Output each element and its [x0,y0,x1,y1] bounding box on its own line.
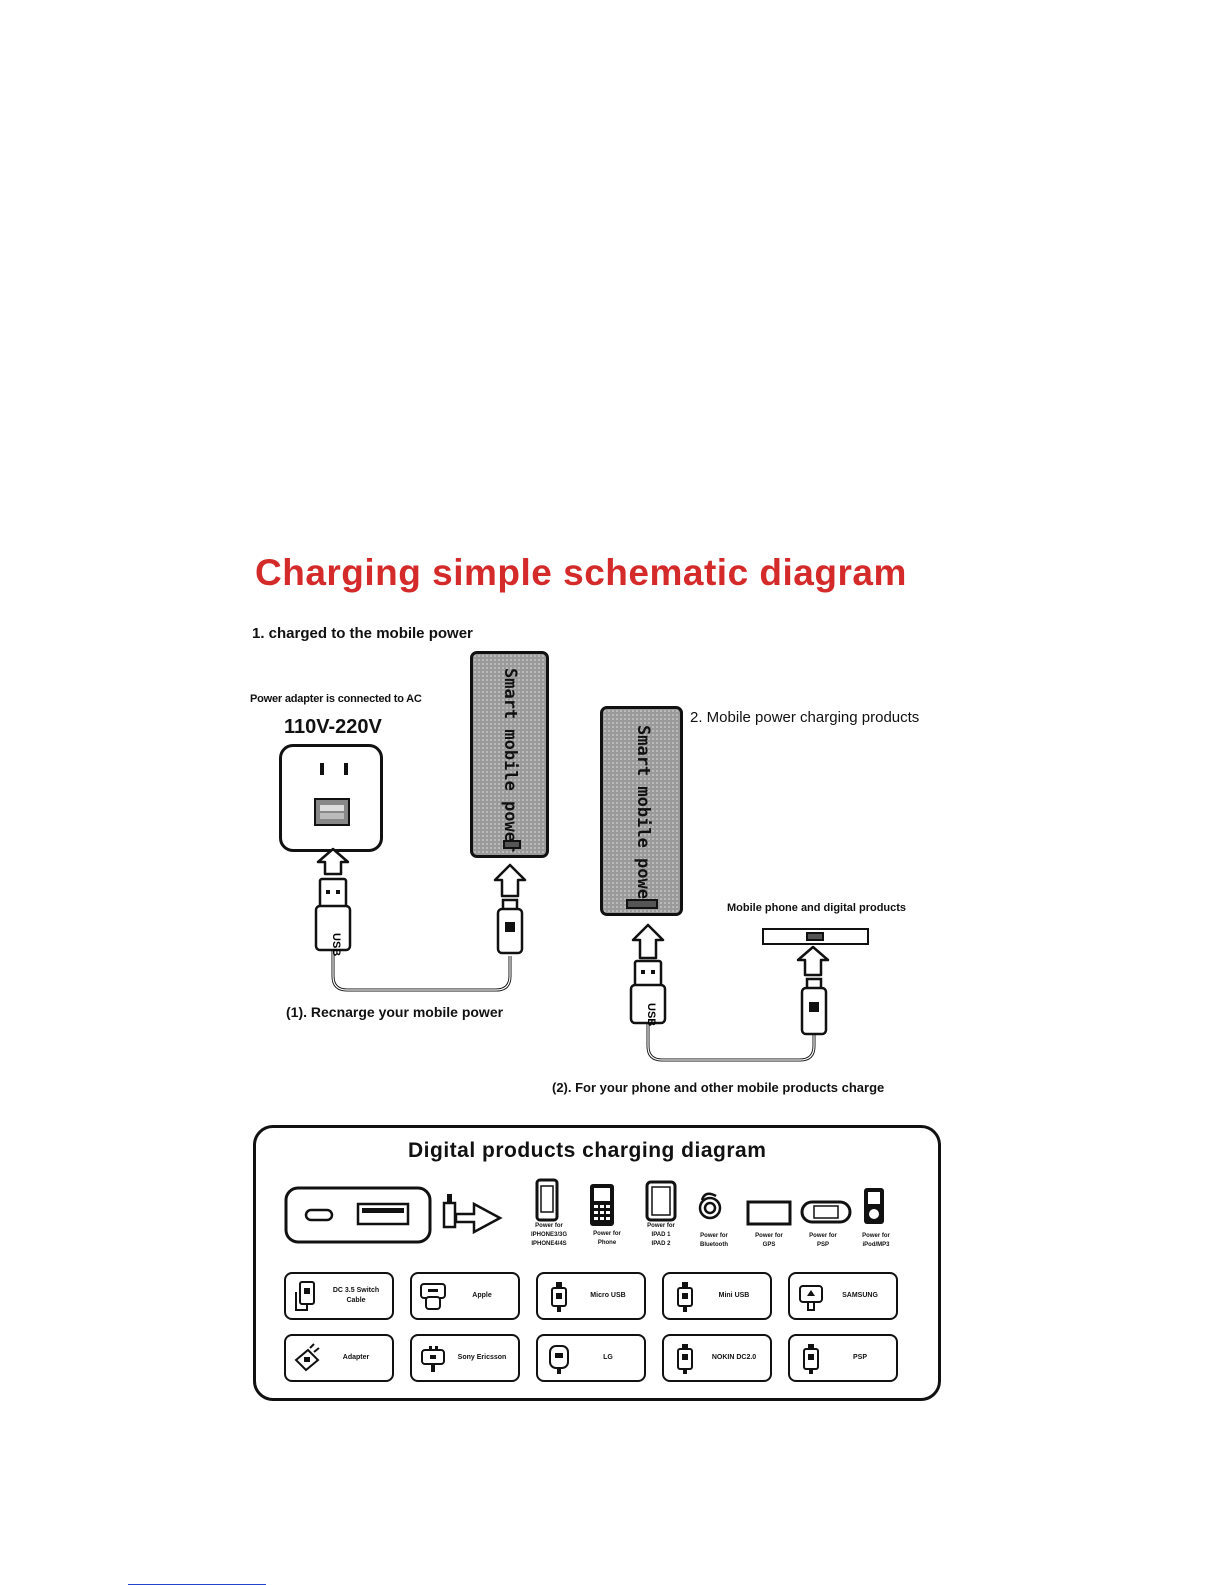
arrow-up-icon [631,923,665,960]
connector-dc-cable: DC 3.5 Switch Cable [284,1272,394,1320]
device-label: Power for Bluetooth [700,1233,728,1248]
connector-psp: PSP [788,1334,898,1382]
keypad-phone-icon [590,1184,614,1226]
nokia-connector-icon [677,1344,693,1374]
ipod-icon [864,1188,884,1224]
connector-adapter: Adapter [284,1334,394,1382]
lg-connector-icon [549,1345,569,1374]
power-bank-2-port [626,899,658,909]
samsung-connector-icon [799,1285,823,1311]
connector-label: Sony Ericsson [457,1354,507,1361]
connector-label: DC 3.5 Switch Cable [332,1287,380,1304]
sony-ericsson-connector-icon [421,1346,445,1372]
voltage-label: 110V-220V [284,716,382,738]
connector-label: LG [603,1354,613,1361]
micro-usb-icon [551,1282,567,1312]
mobile-products-note: Mobile phone and digital products [727,902,907,914]
bluetooth-headset-icon [698,1192,722,1220]
page-title: Charging simple schematic diagram [255,552,907,593]
connector-sony-ericsson: Sony Ericsson [410,1334,520,1382]
adapter-plug-icon [294,1343,320,1372]
connector-label: Adapter [342,1354,370,1361]
device-label: Power for IPHONE3/3G IPHONE4/4S [530,1223,567,1247]
power-bank-side-icon [284,1186,503,1244]
power-bank-1-port [503,840,521,849]
connector-label: Micro USB [590,1292,626,1299]
connector-label: Mini USB [718,1292,750,1299]
power-bank-1-label: Smart mobile power [500,668,520,853]
dc-cable-icon [295,1281,315,1311]
mobile-product-port [806,932,824,941]
smartphone-icon [535,1178,559,1222]
connector-label: SAMSUNG [842,1292,878,1299]
connector-apple: Apple [410,1272,520,1320]
apple-connector-icon [420,1283,446,1310]
device-label: Power for PSP [809,1233,837,1248]
arrow-up-icon [493,863,527,898]
power-bank-2: Smart mobile power [600,706,683,916]
gps-icon [746,1200,792,1226]
psp-connector-icon [803,1344,819,1374]
arrow-right-icon [454,1201,503,1235]
adapter-note: Power adapter is connected to AC [250,693,422,705]
wall-adapter [279,744,383,852]
mini-usb-icon [677,1282,693,1312]
arrow-up-icon [796,945,830,977]
arrow-up-icon [316,847,350,876]
device-icons-row [535,1178,884,1226]
connector-label: NOKIN DC2.0 [711,1354,757,1361]
connector-mini-usb: Mini USB [662,1272,772,1320]
panel-title: Digital products charging diagram [408,1139,767,1162]
connector-nokia: NOKIN DC2.0 [662,1334,772,1382]
step2-heading: 2. Mobile power charging products [690,709,920,726]
wall-adapter-icon [314,763,350,826]
connector-micro-usb: Micro USB [536,1272,646,1320]
step1-heading: 1. charged to the mobile power [252,625,473,642]
step2-caption: (2). For your phone and other mobile pro… [552,1080,885,1095]
device-label: Power for Phone [593,1231,621,1246]
power-bank-2-label: Smart mobile power [633,725,653,910]
usb-label-1: USB [330,933,342,956]
power-bank-1: Smart mobile power [470,651,549,858]
device-label: Power for GPS [755,1233,783,1248]
connector-label: PSP [852,1354,867,1361]
connector-label: Apple [472,1292,492,1299]
tablet-icon [645,1180,677,1222]
device-label: Power for iPod/MP3 [862,1233,890,1248]
device-label: Power for IPAD 1 IPAD 2 [647,1223,675,1247]
connector-samsung: SAMSUNG [788,1272,898,1320]
psp-icon [800,1200,852,1224]
connector-lg: LG [536,1334,646,1382]
mobile-product-device [762,928,869,945]
step1-caption: (1). Recnarge your mobile power [286,1004,504,1020]
usb-label-2: USB [645,1003,657,1026]
